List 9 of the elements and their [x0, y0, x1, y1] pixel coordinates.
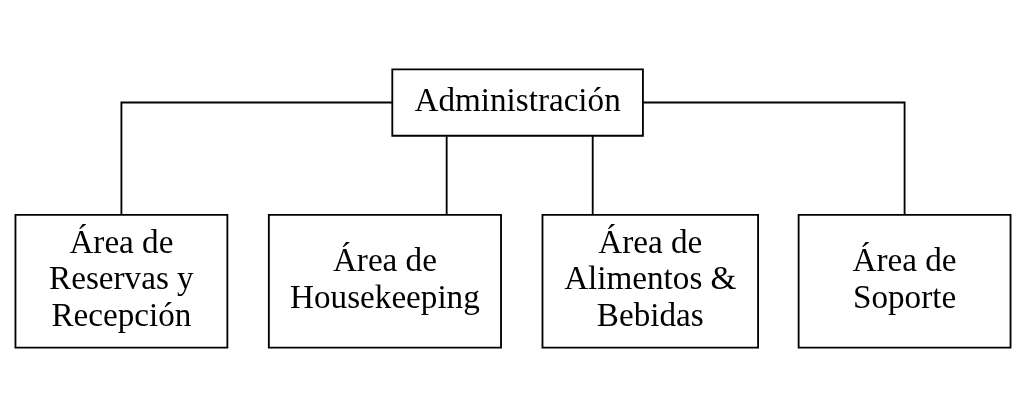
- node-box: Área de Reservas y Recepción: [14, 213, 229, 349]
- node-box: Área de Soporte: [797, 213, 1012, 349]
- node-box: Administración: [391, 67, 644, 137]
- connector: [120, 101, 394, 216]
- node-box: Área de Housekeeping: [267, 213, 502, 349]
- connector: [591, 134, 594, 215]
- connector: [445, 134, 448, 215]
- node-box: Área de Alimentos & Bebidas: [541, 213, 759, 349]
- connector: [642, 101, 906, 216]
